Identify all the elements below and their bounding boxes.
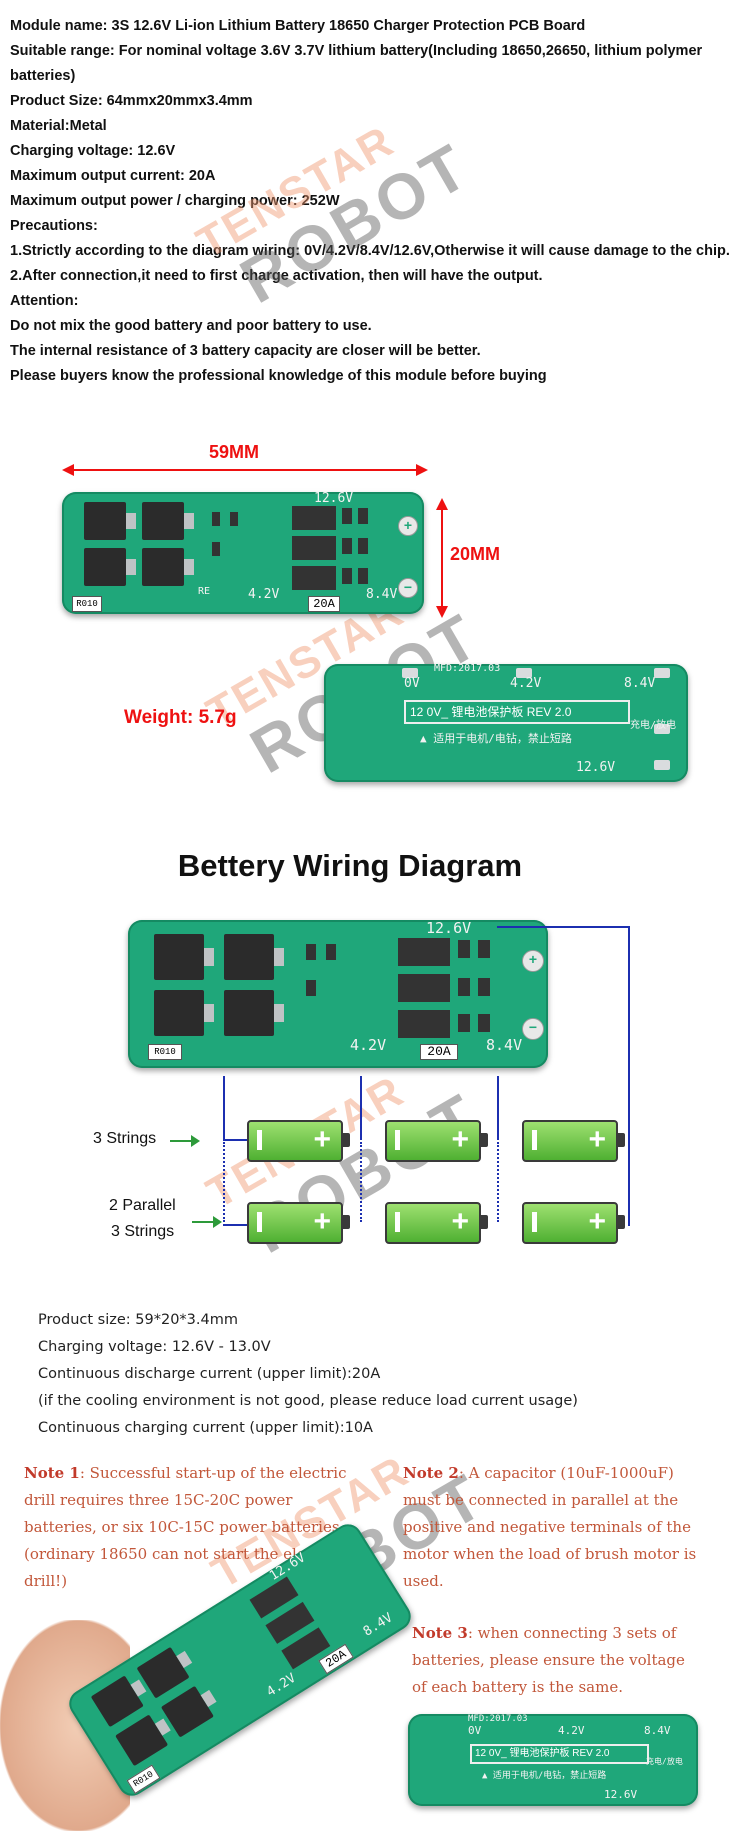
dotted-wire xyxy=(360,1142,362,1222)
spec-line: Precautions: xyxy=(10,218,98,234)
battery-icon: + xyxy=(247,1202,350,1244)
arrow-icon xyxy=(170,1135,200,1147)
note-3: Note 3: when connecting 3 sets of batter… xyxy=(412,1620,702,1701)
wire xyxy=(223,1076,225,1140)
spec-list: Module name: 3S 12.6V Li-ion Lithium Bat… xyxy=(10,14,745,389)
label-8v4: 8.4V xyxy=(366,587,398,602)
width-arrow xyxy=(62,464,428,476)
dotted-wire xyxy=(497,1142,499,1222)
wire xyxy=(497,926,630,928)
wire xyxy=(628,926,630,1226)
back-charge: 充电/放电 xyxy=(630,720,677,731)
battery-icon: + xyxy=(385,1202,488,1244)
spec-line: Please buyers know the professional know… xyxy=(10,368,547,384)
label-8v4: 8.4V xyxy=(486,1036,523,1054)
wire xyxy=(360,1076,362,1140)
pcb-back-image: MFD:2017.03 0V 4.2V 8.4V 12 0V_ 锂电池保护板 R… xyxy=(324,664,688,782)
minus-terminal-icon: − xyxy=(522,1018,544,1040)
note-2-title: Note 2 xyxy=(403,1464,459,1482)
height-arrow xyxy=(436,498,448,618)
back-warning: ▲ 适用于电机/电钻，禁止短路 xyxy=(482,1771,607,1781)
diagram-title: Bettery Wiring Diagram xyxy=(177,848,523,883)
note-1-text: : Successful start-up of the electric dr… xyxy=(24,1464,347,1590)
spec-line: Maximum output power / charging power: 2… xyxy=(10,193,340,209)
battery-icon: + xyxy=(522,1120,625,1162)
wire xyxy=(223,1139,249,1141)
back-mfd: MFD:2017.03 xyxy=(434,664,501,674)
note-2: Note 2: A capacitor (10uF-1000uF) must b… xyxy=(403,1460,703,1595)
dotted-wire xyxy=(628,1142,630,1222)
spec-line: Suitable range: For nominal voltage 3.6V… xyxy=(10,43,703,84)
product-info: Product size: 59*20*3.4mm Charging volta… xyxy=(38,1307,578,1442)
spec-line: Do not mix the good battery and poor bat… xyxy=(10,318,372,334)
back-info-text: 12 0V_ 锂电池保护板 REV 2.0 xyxy=(475,1748,610,1759)
spec-line: Maximum output current: 20A xyxy=(10,168,216,184)
battery-icon: + xyxy=(247,1120,350,1162)
battery-icon: + xyxy=(522,1202,625,1244)
back-12v6: 12.6V xyxy=(604,1788,638,1801)
spec-line: Module name: 3S 12.6V Li-ion Lithium Bat… xyxy=(10,18,586,34)
product-line: (if the cooling environment is not good,… xyxy=(38,1393,578,1409)
note-3-text: : when connecting 3 sets of batteries, p… xyxy=(412,1624,685,1696)
product-line: Charging voltage: 12.6V - 13.0V xyxy=(38,1339,271,1355)
arrow-icon xyxy=(192,1216,222,1228)
spec-line: 2.After connection,it need to first char… xyxy=(10,268,543,284)
label-2-parallel: 2 Parallel xyxy=(109,1197,176,1214)
note-2-text: : A capacitor (10uF-1000uF) must be conn… xyxy=(403,1464,697,1590)
back-12v6: 12.6V xyxy=(576,760,616,775)
weight-label: Weight: 5.7g xyxy=(124,707,237,728)
spec-line: Product Size: 64mmx20mmx3.4mm xyxy=(10,93,253,109)
spec-line: 1.Strictly according to the diagram wiri… xyxy=(10,243,730,259)
wire xyxy=(497,1076,499,1140)
minus-terminal-icon: − xyxy=(398,578,418,598)
pcb-back-small-image: MFD:2017.03 0V 4.2V 8.4V 12 0V_ 锂电池保护板 R… xyxy=(408,1714,698,1806)
battery-icon: + xyxy=(385,1120,488,1162)
plus-terminal-icon: + xyxy=(522,950,544,972)
resistor-label: R010 xyxy=(148,1044,182,1060)
product-line: Continuous discharge current (upper limi… xyxy=(38,1366,381,1382)
back-8v4: 8.4V xyxy=(644,1724,671,1737)
height-label: 20MM xyxy=(450,544,501,564)
dotted-wire xyxy=(223,1142,225,1222)
label-12v6: 12.6V xyxy=(314,492,354,506)
pcb-front-image: R010 12.6V 4.2V 8.4V 20A RE + − xyxy=(62,492,424,614)
width-label: 59MM xyxy=(209,442,260,462)
back-8v4: 8.4V xyxy=(624,676,656,691)
label-3-strings: 3 Strings xyxy=(93,1130,157,1147)
back-4v2: 4.2V xyxy=(558,1724,585,1737)
note-1-title: Note 1 xyxy=(24,1464,80,1482)
label-4v2: 4.2V xyxy=(350,1036,387,1054)
label-3-strings-2: 3 Strings xyxy=(111,1223,175,1240)
back-warning: ▲ 适用于电机/电钻，禁止短路 xyxy=(420,732,572,745)
back-4v2: 4.2V xyxy=(510,676,542,691)
pcb-diagram-image: R010 12.6V 4.2V 8.4V 20A + − xyxy=(128,920,548,1068)
back-mfd: MFD:2017.03 xyxy=(468,1714,528,1724)
spec-line: The internal resistance of 3 battery cap… xyxy=(10,343,481,359)
note-1: Note 1: Successful start-up of the elect… xyxy=(24,1460,364,1595)
spec-line: Charging voltage: 12.6V xyxy=(10,143,176,159)
back-info-box: 12 0V_ 锂电池保护板 REV 2.0 xyxy=(470,1744,649,1764)
label-12v6: 12.6V xyxy=(426,920,472,937)
back-0v: 0V xyxy=(404,676,420,691)
label-20a: 20A xyxy=(308,596,340,612)
plus-terminal-icon: + xyxy=(398,516,418,536)
wire xyxy=(223,1224,249,1226)
back-charge: 充电/放电 xyxy=(646,1757,683,1766)
label-re: RE xyxy=(198,586,211,597)
back-info-box: 12 0V_ 锂电池保护板 REV 2.0 xyxy=(404,700,630,724)
product-line: Product size: 59*20*3.4mm xyxy=(38,1312,238,1328)
note-3-title: Note 3 xyxy=(412,1624,468,1642)
resistor-label: R010 xyxy=(72,596,102,612)
label-20a: 20A xyxy=(420,1044,458,1060)
back-info-text: 12 0V_ 锂电池保护板 REV 2.0 xyxy=(410,705,572,719)
product-line: Continuous charging current (upper limit… xyxy=(38,1420,373,1436)
back-0v: 0V xyxy=(468,1724,482,1737)
spec-line: Material:Metal xyxy=(10,118,107,134)
spec-line: Attention: xyxy=(10,293,79,309)
label-4v2: 4.2V xyxy=(248,587,280,602)
